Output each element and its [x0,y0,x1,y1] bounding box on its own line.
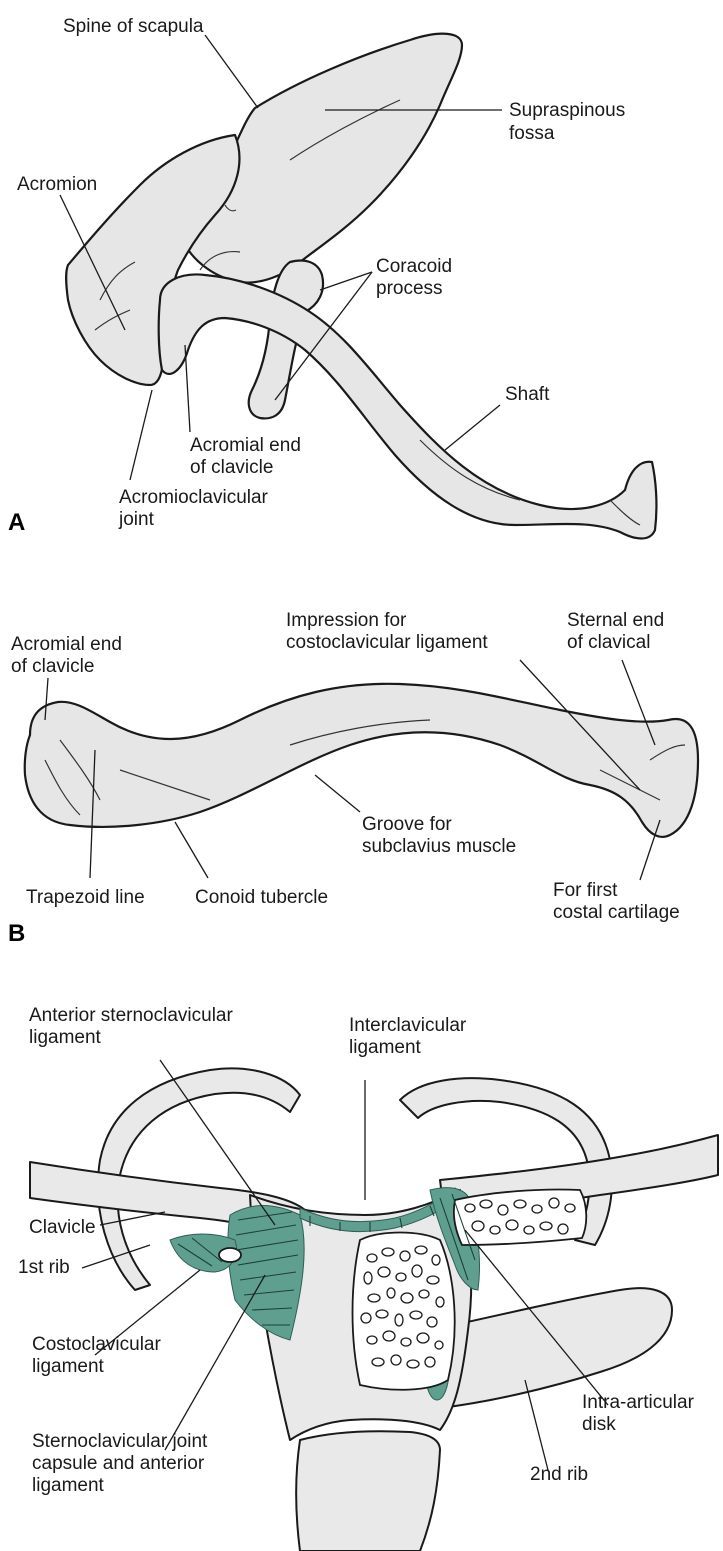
label-costoclavicular-ligament-b: costoclavicular ligament [286,632,488,653]
label-for-first: For first [553,880,618,901]
label-acromial-end-a: Acromial end [190,435,301,456]
clavicle-section [454,1189,586,1245]
label-sternoclavicular-joint: Sternoclavicular joint [32,1431,208,1452]
label-ligament-costoclavicular: ligament [32,1356,105,1377]
label-ligament-anterior: ligament [29,1027,102,1048]
label-ligament-scj: ligament [32,1475,105,1496]
label-supraspinous: Supraspinous [509,100,625,121]
label-of-clavicle-b: of clavicle [11,656,94,677]
label-of-clavical: of clavical [567,632,650,653]
label-sternal-end: Sternal end [567,610,664,631]
label-ligament-interclavicular: ligament [349,1037,422,1058]
panel-b-label: B [8,920,25,947]
label-clavicle-c: Clavicle [29,1217,96,1238]
label-trapezoid-line: Trapezoid line [26,887,145,908]
label-intra-articular: Intra-articular [582,1392,695,1413]
label-of-clavicle-a: of clavicle [190,457,273,478]
label-fossa: fossa [509,123,555,144]
sternum-body-shape [296,1431,440,1551]
label-coracoid: Coracoid [376,256,452,277]
label-costal-cartilage: costal cartilage [553,902,680,923]
label-2nd-rib: 2nd rib [530,1464,588,1485]
label-disk: disk [582,1414,616,1435]
label-acromioclavicular: Acromioclavicular [119,487,269,508]
label-anterior-sternoclavicular: Anterior sternoclavicular [29,1005,233,1026]
label-1st-rib: 1st rib [18,1257,70,1278]
label-impression-for: Impression for [286,610,407,631]
label-spine-of-scapula: Spine of scapula [63,16,204,37]
label-process: process [376,278,443,299]
panel-a-scapula-clavicle: A Spine of scapula Supraspinous fossa Ac… [8,16,656,539]
panel-b-clavicle: B Impression for costoclavicular ligamen… [8,610,698,947]
label-costoclavicular: Costoclavicular [32,1334,161,1355]
label-subclavius-muscle: subclavius muscle [362,836,516,857]
panel-a-label: A [8,509,25,536]
panel-c-sternoclavicular-joint: Anterior sternoclavicular ligament Inter… [18,1005,718,1551]
label-capsule-and-anterior: capsule and anterior [32,1453,205,1474]
label-groove-for: Groove for [362,814,452,835]
label-shaft: Shaft [505,384,550,405]
label-joint: joint [118,509,155,530]
label-conoid-tubercle: Conoid tubercle [195,887,328,908]
label-acromial-end-b: Acromial end [11,634,122,655]
label-interclavicular: Interclavicular [349,1015,467,1036]
label-acromion: Acromion [17,174,97,195]
